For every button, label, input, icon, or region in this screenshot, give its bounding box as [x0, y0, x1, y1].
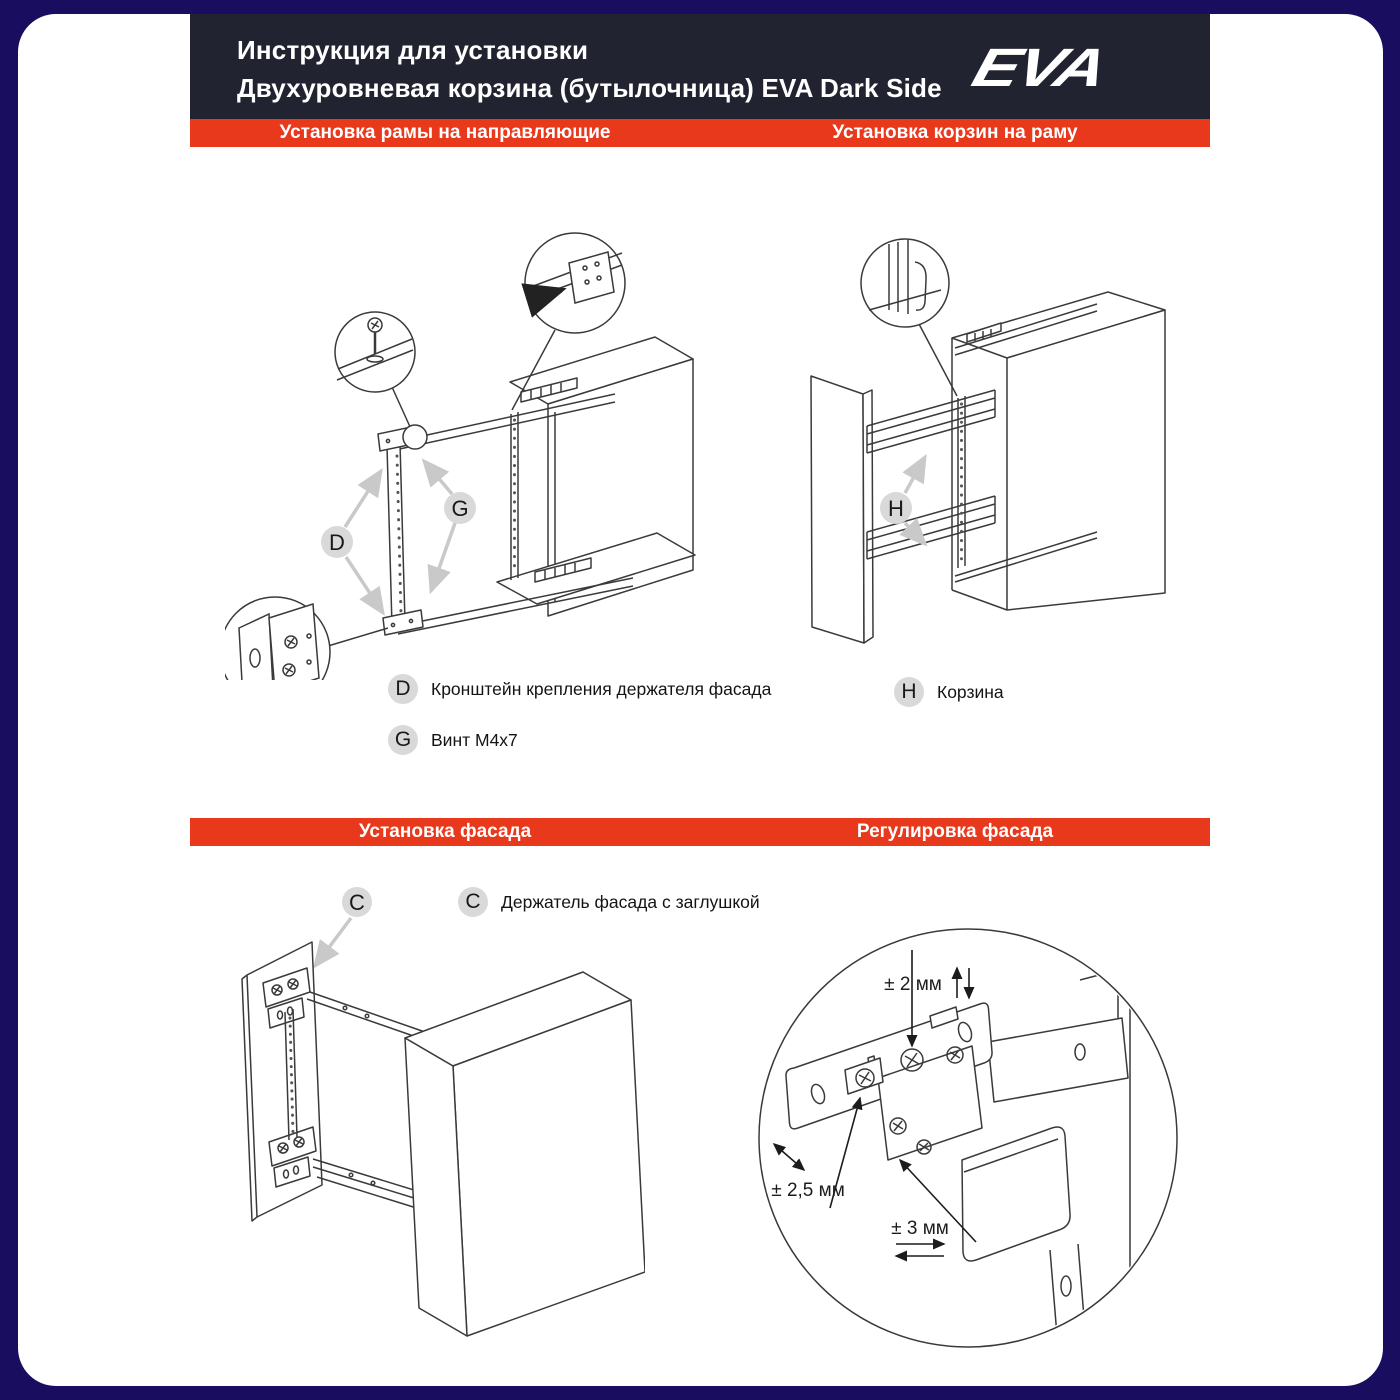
- section-title-frame-install: Установка рамы на направляющие: [279, 122, 611, 143]
- dim-depth: ± 2,5 мм: [771, 1180, 845, 1201]
- cabinet-drawing: [377, 336, 696, 636]
- legend-item-c: C Держатель фасада с заглушкой: [458, 887, 760, 917]
- legend-item-h: H Корзина: [894, 677, 1004, 707]
- adjust-leader-lines: [772, 950, 977, 1262]
- legend-label-g: Винт M4x7: [431, 729, 518, 750]
- part-badge-h: H: [894, 677, 924, 707]
- section-title-basket-install: Установка корзин на раму: [832, 122, 1078, 143]
- insert-direction-arrow-icon: [521, 283, 567, 318]
- callout-badge-c-letter: C: [349, 890, 365, 915]
- diagram-facade-install: C: [241, 887, 645, 1337]
- page-title: Инструкция для установки Двухуровневая к…: [237, 31, 942, 107]
- detail-circle-screw: [334, 311, 428, 450]
- detail-circle-outline: [758, 928, 1178, 1348]
- callout-arrows: [899, 453, 928, 547]
- page: Инструкция для установки Двухуровневая к…: [18, 14, 1383, 1386]
- callout-badge-c: [342, 887, 372, 917]
- eva-logo-text: EVA: [966, 38, 1113, 98]
- callout-badge-h: [880, 492, 912, 524]
- part-badge-d: D: [388, 674, 418, 704]
- callout-badge-g: [444, 492, 476, 524]
- diagram-baskets-on-frame: H: [810, 238, 1166, 644]
- callout-arrows: [312, 916, 353, 969]
- section-title-facade-install: Установка фасада: [358, 821, 532, 842]
- perforation-holes: [395, 418, 516, 616]
- eva-logo: EVA: [966, 38, 1113, 98]
- arrow-diagonal-icon: [772, 1142, 806, 1172]
- title-line-2: Двухуровневая корзина (бутылочница) EVA …: [237, 73, 942, 103]
- part-badge-c: C: [458, 887, 488, 917]
- legend-label-d: Кронштейн крепления держателя фасада: [431, 678, 772, 699]
- callout-badge-g-letter: G: [451, 496, 468, 521]
- callout-badge-d: [321, 526, 353, 558]
- perforation-holes: [288, 1016, 295, 1136]
- detail-circle-rail-insert: [511, 232, 626, 411]
- section-bar-top: Установка рамы на направляющие Установка…: [190, 119, 1210, 147]
- callout-badge-h-letter: H: [888, 496, 904, 521]
- dim-horizontal: ± 3 мм: [891, 1218, 949, 1239]
- diagram-frame-on-rails: D G: [225, 232, 696, 680]
- callout-arrows: [343, 458, 457, 616]
- legend-label-c: Держатель фасада с заглушкой: [501, 891, 760, 912]
- detail-circle-hook: [860, 238, 958, 397]
- callout-badge-d-letter: D: [329, 530, 345, 555]
- legend-label-h: Корзина: [937, 681, 1004, 702]
- detail-circle-bracket: [225, 596, 389, 680]
- dim-vertical: ± 2 мм: [884, 974, 942, 995]
- legend-item-g: G Винт M4x7: [388, 725, 518, 755]
- legend-item-d: D Кронштейн крепления держателя фасада: [388, 674, 771, 704]
- facade-drawing: [241, 941, 645, 1337]
- part-badge-g: G: [388, 725, 418, 755]
- basket-cabinet-drawing: [810, 291, 1166, 644]
- section-bar-bottom: Установка фасада Регулировка фасада: [190, 818, 1210, 846]
- section-title-facade-adjust: Регулировка фасада: [856, 821, 1054, 842]
- title-line-1: Инструкция для установки: [237, 35, 589, 65]
- adjuster-drawing: [785, 956, 1131, 1345]
- diagram-facade-adjust: ± 2 мм ± 2,5 мм ± 3 мм: [758, 928, 1178, 1348]
- header-bar: Инструкция для установки Двухуровневая к…: [190, 14, 1210, 119]
